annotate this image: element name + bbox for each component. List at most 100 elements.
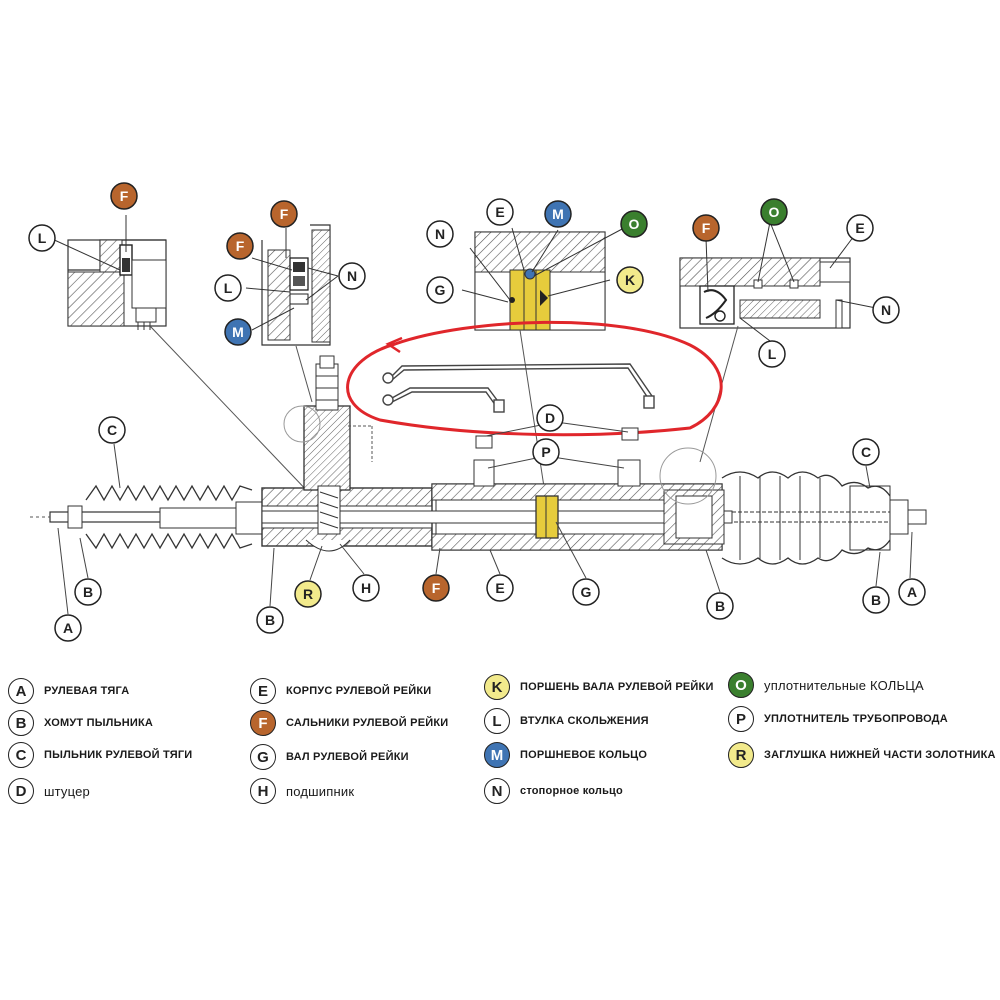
callout-letter: C [107,422,117,438]
callout-p: P [532,438,560,466]
callout-letter: N [347,268,357,284]
callout-h: H [352,574,380,602]
legend-badge: B [8,710,34,736]
callout-e: E [846,214,874,242]
callout-f: F [110,182,138,210]
detail-piston [461,227,625,331]
legend-label: ПЫЛЬНИК РУЛЕВОЙ ТЯГИ [44,749,193,761]
callout-m: M [224,318,252,346]
legend-item-k: K ПОРШЕНЬ ВАЛА РУЛЕВОЙ РЕЙКИ [484,672,714,702]
callout-a: A [54,614,82,642]
callout-letter: P [541,444,550,460]
legend-label: КОРПУС РУЛЕВОЙ РЕЙКИ [286,685,432,697]
red-highlight-arrowhead [385,336,403,354]
legend-label: уплотнительные КОЛЬЦА [764,677,924,693]
red-highlight-ellipse [346,320,723,437]
callout-c: C [98,416,126,444]
callout-letter: G [435,282,446,298]
callout-letter: F [236,238,245,254]
legend-item-g: G ВАЛ РУЛЕВОЙ РЕЙКИ [250,742,409,772]
legend-badge: L [484,708,510,734]
callout-letter: B [715,598,725,614]
legend-badge: A [8,678,34,704]
legend-badge: F [250,710,276,736]
legend-item-c: C ПЫЛЬНИК РУЛЕВОЙ ТЯГИ [8,740,192,770]
legend-item-r: R ЗАГЛУШКА НИЖНЕЙ ЧАСТИ ЗОЛОТНИКА [728,740,996,770]
callout-b: B [256,606,284,634]
callout-c: C [852,438,880,466]
legend-badge: H [250,778,276,804]
legend-badge: D [8,778,34,804]
callout-b: B [706,592,734,620]
legend-label: ПОРШНЕВОЕ КОЛЬЦО [520,749,648,761]
callout-letter: L [38,230,47,246]
main-rack [30,355,927,565]
legend-label: ВТУЛКА СКОЛЬЖЕНИЯ [520,715,649,727]
callout-letter: R [303,586,313,602]
legend-item-f: F САЛЬНИКИ РУЛЕВОЙ РЕЙКИ [250,708,448,738]
legend-item-b: B ХОМУТ ПЫЛЬНИКА [8,708,153,738]
detail-seal-left [49,215,167,330]
callout-letter: D [545,410,555,426]
callout-l: L [28,224,56,252]
callout-letter: F [120,188,129,204]
legend-label: САЛЬНИКИ РУЛЕВОЙ РЕЙКИ [286,717,449,729]
callout-g: G [572,578,600,606]
legend: A РУЛЕВАЯ ТЯГА B ХОМУТ ПЫЛЬНИКА C ПЫЛЬНИК РУЛ… [0,668,1000,818]
legend-item-l: L ВТУЛКА СКОЛЬЖЕНИЯ [484,706,649,736]
callout-letter: O [769,204,780,220]
callout-leaders [57,421,913,615]
legend-label: ВАЛ РУЛЕВОЙ РЕЙКИ [286,751,409,763]
callout-letter: E [855,220,864,236]
leader-lines [149,325,739,501]
callout-letter: E [495,580,504,596]
callout-f: F [270,200,298,228]
legend-label: ПОРШЕНЬ ВАЛА РУЛЕВОЙ РЕЙКИ [520,681,714,693]
callout-f: F [692,214,720,242]
legend-badge: R [728,742,754,768]
legend-badge: O [728,672,754,698]
callout-letter: B [871,592,881,608]
legend-badge: P [728,706,754,732]
callout-k: K [616,266,644,294]
callout-letter: B [265,612,275,628]
callout-l: L [758,340,786,368]
callout-letter: F [280,206,289,222]
callout-letter: L [224,280,233,296]
legend-label: УПЛОТНИТЕЛЬ ТРУБОПРОВОДА [764,713,948,725]
callout-r: R [294,580,322,608]
callout-letter: A [63,620,73,636]
callout-o: O [760,198,788,226]
callout-b: B [74,578,102,606]
legend-badge: G [250,744,276,770]
callout-letter: N [881,302,891,318]
legend-label: подшипник [286,783,355,799]
legend-badge: K [484,674,510,700]
legend-label: РУЛЕВАЯ ТЯГА [44,685,130,697]
callout-letter: A [907,584,917,600]
callout-n: N [426,220,454,248]
callout-d: D [536,404,564,432]
legend-badge: C [8,742,34,768]
legend-label: ХОМУТ ПЫЛЬНИКА [44,717,153,729]
legend-label: стопорное кольцо [520,785,623,797]
legend-item-p: P УПЛОТНИТЕЛЬ ТРУБОПРОВОДА [728,704,948,734]
legend-item-a: A РУЛЕВАЯ ТЯГА [8,676,129,706]
legend-label: ЗАГЛУШКА НИЖНЕЙ ЧАСТИ ЗОЛОТНИКА [764,749,996,761]
hydraulic-pipelines [382,363,655,413]
callout-letter: M [552,206,564,222]
callout-letter: E [495,204,504,220]
callout-letter: L [768,346,777,362]
callout-b: B [862,586,890,614]
callout-e: E [486,198,514,226]
callout-f: F [422,574,450,602]
callout-letter: N [435,226,445,242]
callout-letter: G [581,584,592,600]
callout-n: N [338,262,366,290]
